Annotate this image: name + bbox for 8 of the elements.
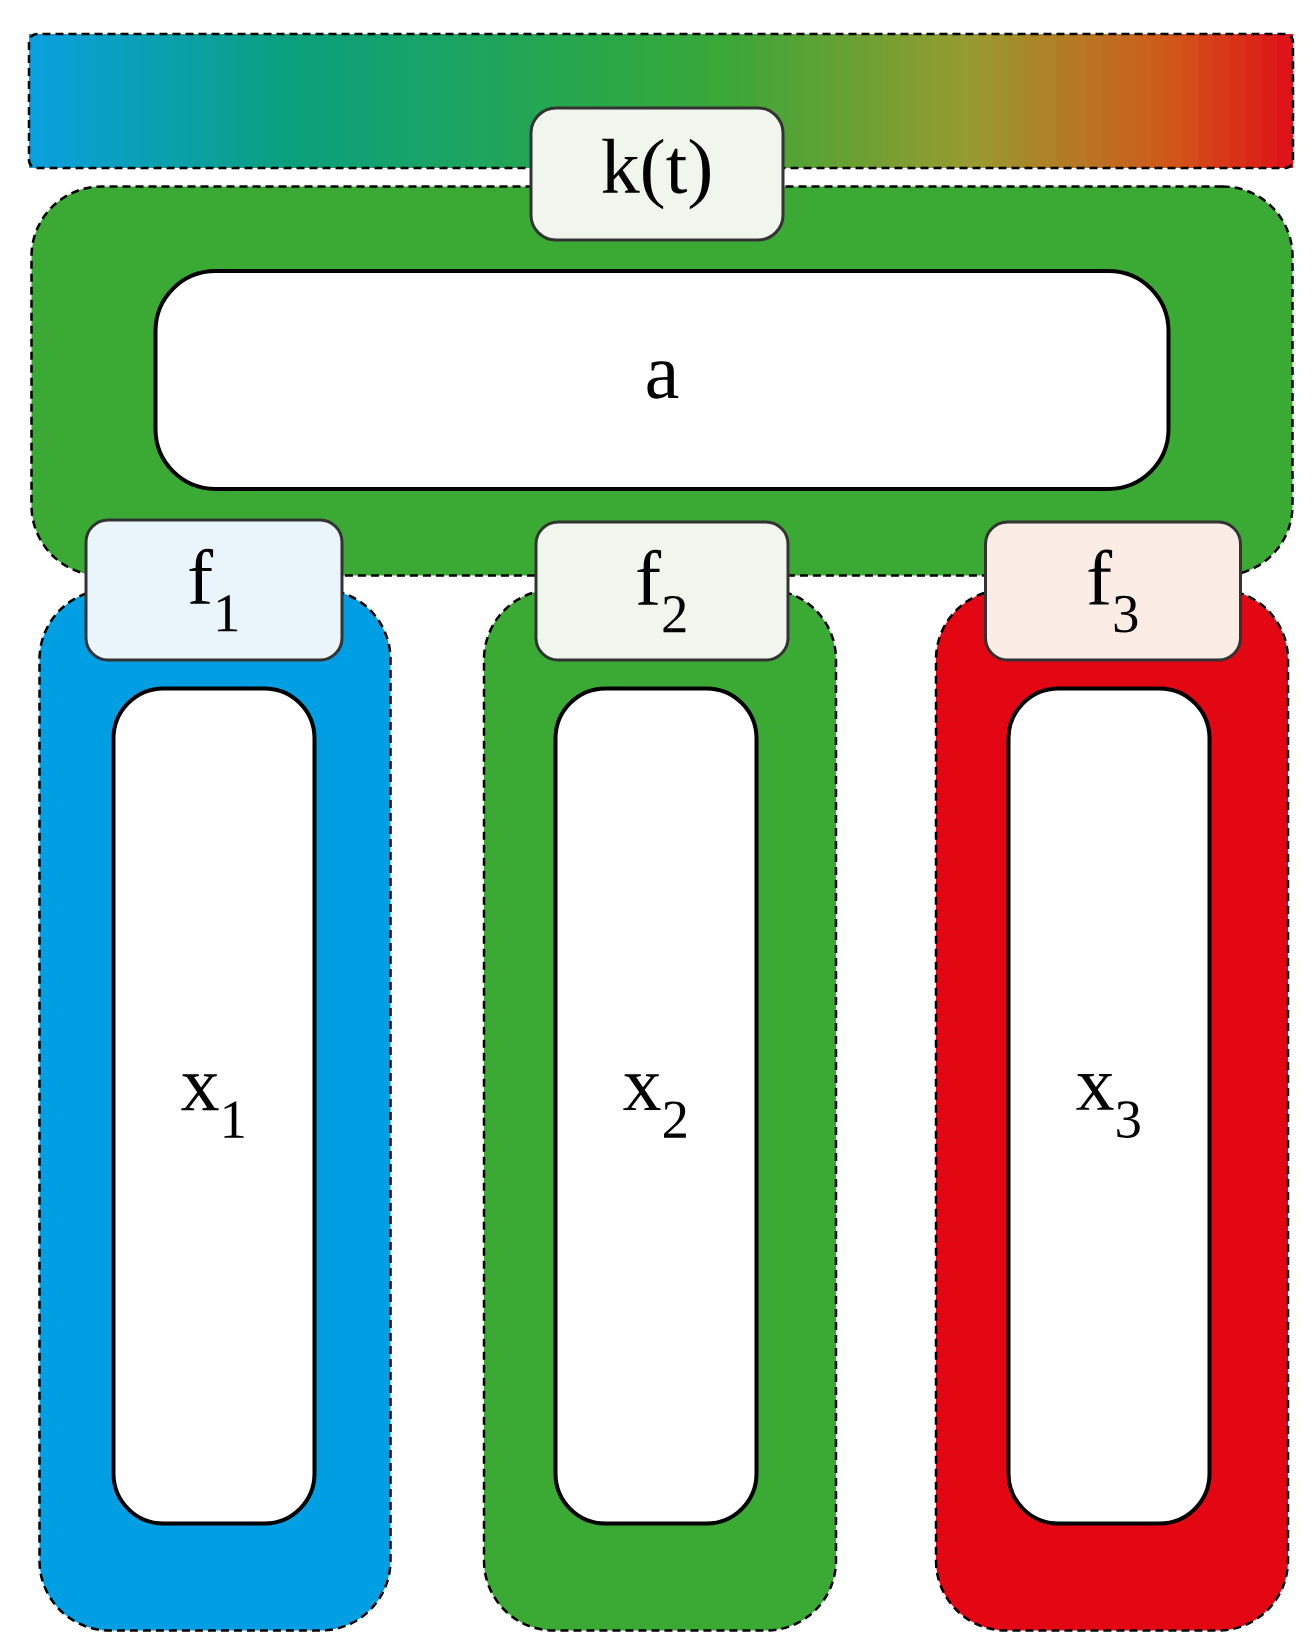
label-box: f$_{2}$ [534,520,790,662]
inner-box: x$_{3}$ [1006,686,1212,1526]
label-box: k(t) [529,106,785,242]
label-box: f$_{1}$ [84,518,344,662]
label-box: f$_{3}$ [984,520,1242,662]
inner-box: x$_{1}$ [111,686,317,1526]
inner-box: x$_{2}$ [553,686,759,1526]
inner-box: a [153,269,1171,491]
